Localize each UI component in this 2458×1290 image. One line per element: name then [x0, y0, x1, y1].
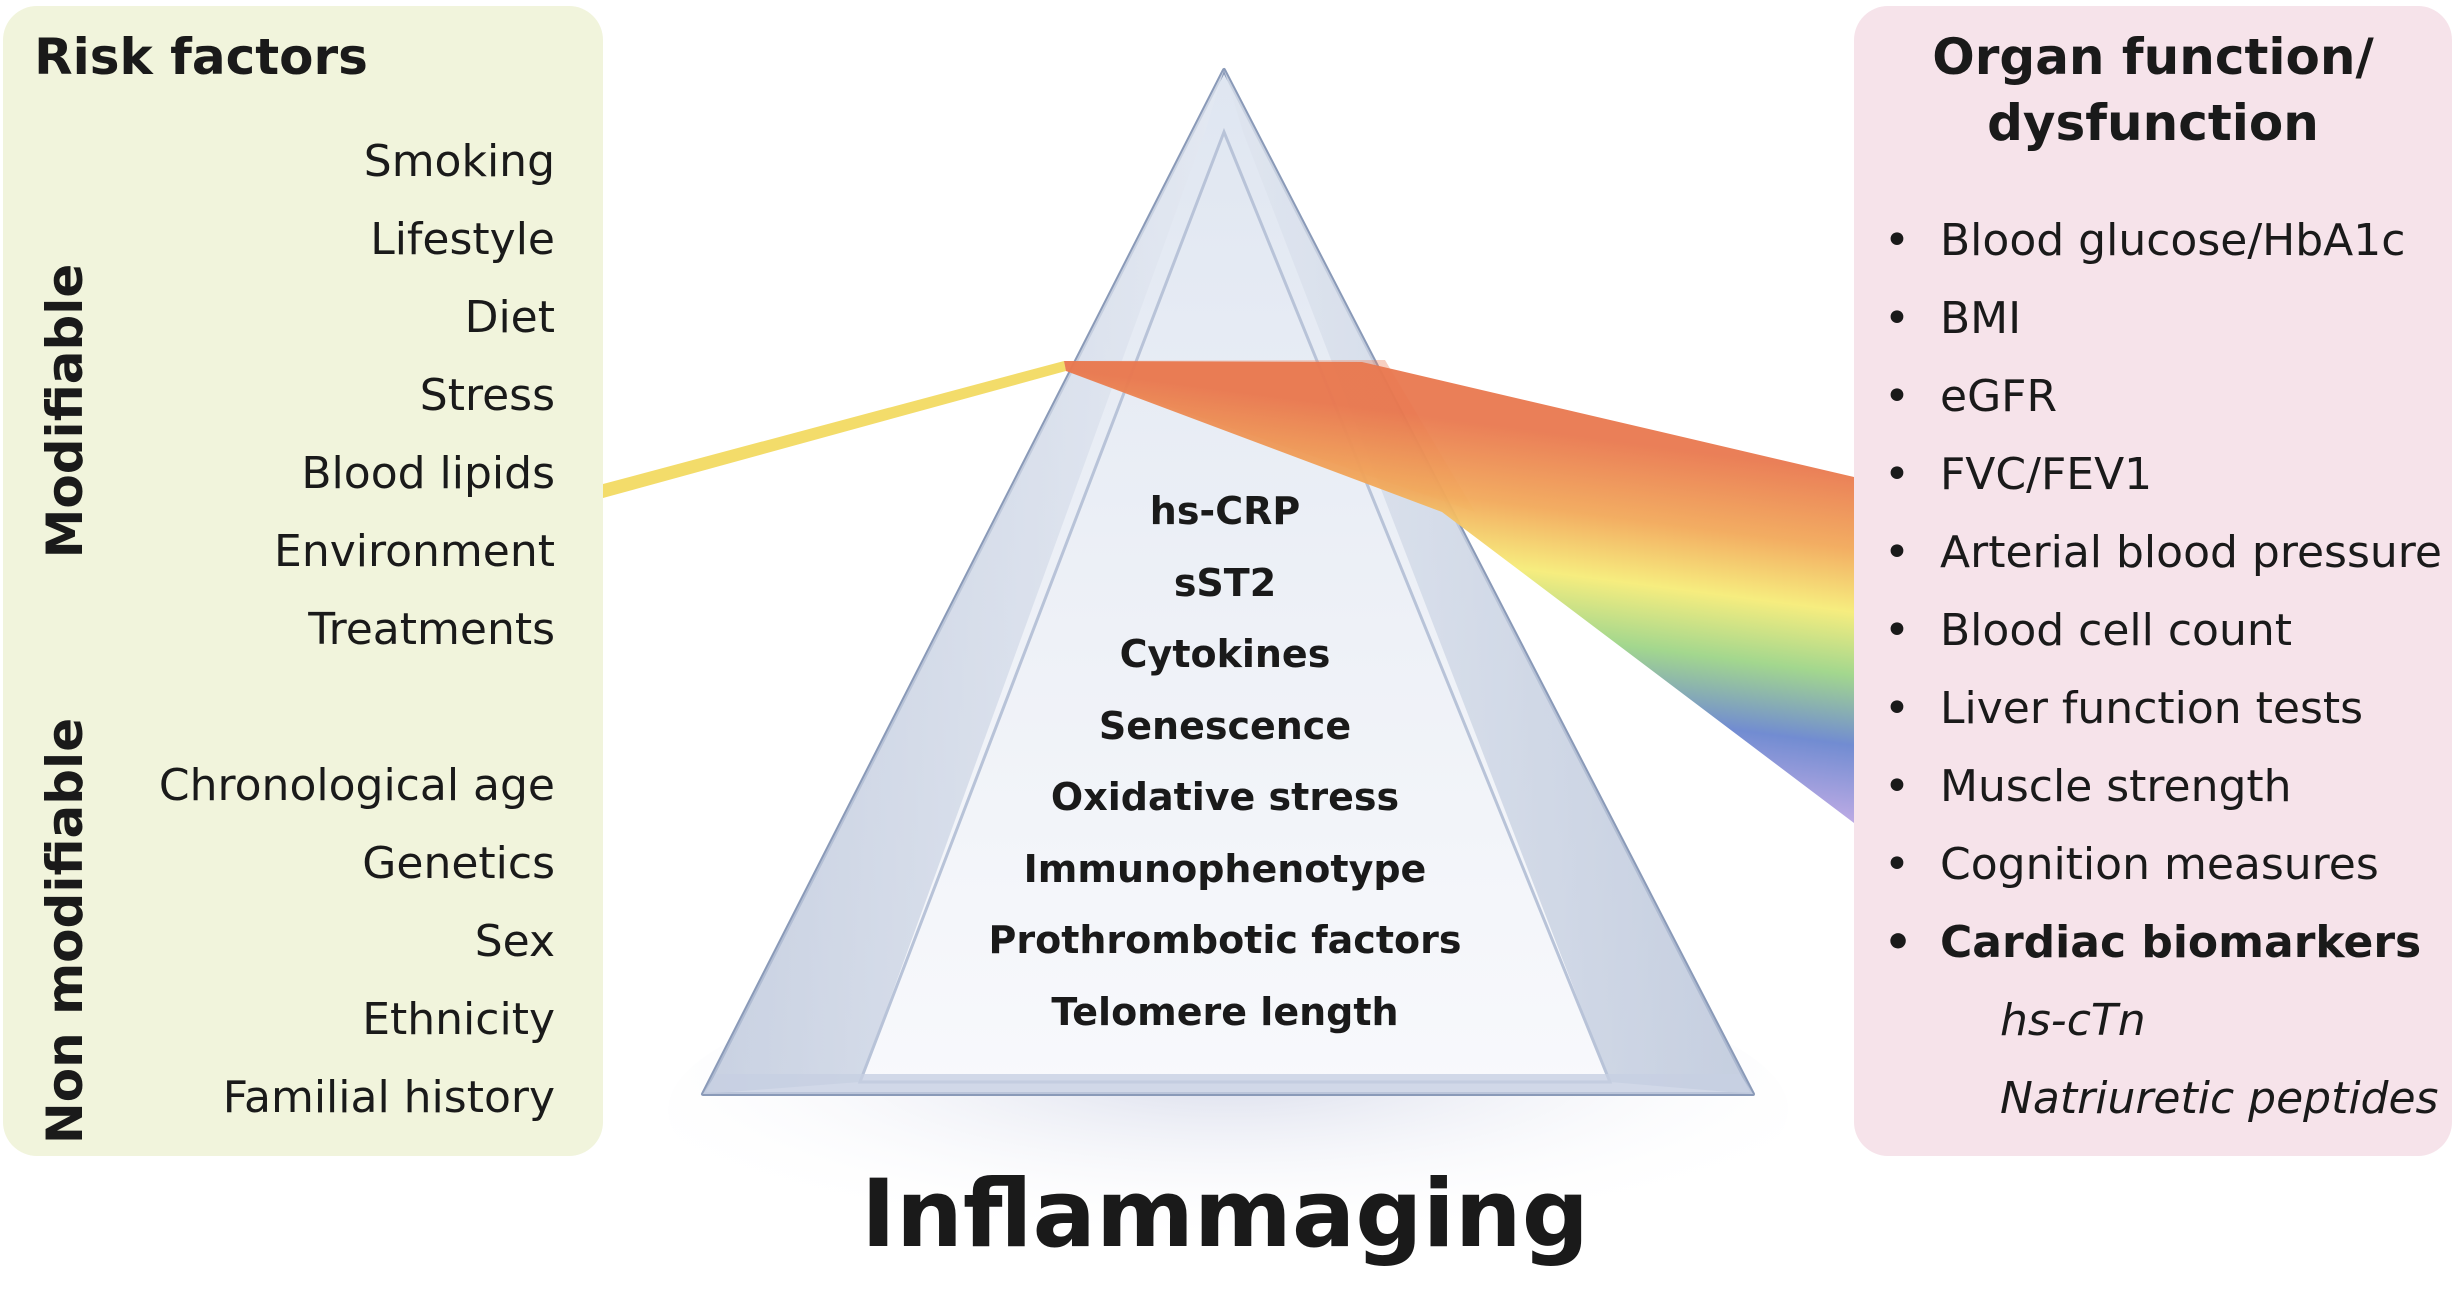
bullet-icon: •	[1884, 293, 1910, 344]
prism-marker: Telomere length	[1051, 989, 1399, 1034]
organ-function-item: •eGFR	[1854, 358, 2442, 436]
bullet-icon: •	[1884, 917, 1913, 968]
risk-factor-item: Treatments	[308, 604, 555, 655]
risk-factor-item: Blood lipids	[301, 448, 555, 499]
risk-factor-item: Familial history	[222, 1072, 555, 1123]
risk-factor-item: Chronological age	[158, 760, 555, 811]
organ-function-list: •Blood glucose/HbA1c •BMI •eGFR •FVC/FEV…	[1854, 202, 2442, 1138]
risk-factors-heading: Risk factors	[34, 28, 368, 86]
risk-factor-item: Diet	[464, 292, 555, 343]
modifiable-risk-list: Smoking Lifestyle Diet Stress Blood lipi…	[274, 123, 555, 669]
organ-function-item: •FVC/FEV1	[1854, 436, 2442, 514]
organ-function-item: •Cardiac biomarkers	[1854, 904, 2442, 982]
cardiac-subitem: Natriuretic peptides	[2000, 1073, 2439, 1124]
risk-factor-item: Smoking	[363, 136, 555, 187]
bullet-icon: •	[1884, 215, 1910, 266]
light-beam	[603, 361, 1066, 498]
organ-function-item: •Liver function tests	[1854, 670, 2442, 748]
risk-factor-item: Stress	[419, 370, 555, 421]
organ-function-item: •Cognition measures	[1854, 826, 2442, 904]
organ-function-item: •Blood glucose/HbA1c	[1854, 202, 2442, 280]
risk-factor-item: Sex	[474, 916, 555, 967]
cardiac-subitem: hs-cTn	[2000, 995, 2146, 1046]
spectrum-fan	[1064, 361, 1854, 823]
non-modifiable-risk-list: Chronological age Genetics Sex Ethnicity…	[159, 747, 555, 1137]
prism-marker: sST2	[1173, 560, 1277, 605]
prism-marker: hs-CRP	[1149, 489, 1301, 533]
prism-marker: Oxidative stress	[1050, 775, 1400, 819]
bullet-icon: •	[1884, 761, 1910, 812]
prism-marker: Cytokines	[1119, 632, 1331, 676]
organ-function-panel: Organ function/ dysfunction •Blood gluco…	[1854, 6, 2452, 1156]
prism-marker-list: hs-CRP sST2 Cytokines Senescence Oxidati…	[900, 476, 1550, 1048]
risk-factor-item: Ethnicity	[362, 994, 555, 1045]
risk-factor-item: Environment	[274, 526, 555, 577]
prism-left-face	[703, 70, 1224, 1094]
bullet-icon: •	[1884, 371, 1910, 422]
bullet-icon: •	[1884, 605, 1910, 656]
prism-marker: Senescence	[1098, 703, 1352, 748]
organ-function-heading: Organ function/ dysfunction	[1932, 28, 2374, 152]
prism-base-edge	[703, 1074, 1753, 1094]
prism-right-face	[1224, 70, 1753, 1094]
bullet-icon: •	[1884, 839, 1910, 890]
main-title: Inflammaging	[860, 1160, 1590, 1269]
bullet-icon: •	[1884, 527, 1910, 578]
risk-factors-panel: Risk factors Modifiable Smoking Lifestyl…	[3, 6, 603, 1156]
organ-function-item: •Muscle strength	[1854, 748, 2442, 826]
organ-function-item: •Blood cell count	[1854, 592, 2442, 670]
prism-marker: Immunophenotype	[1023, 846, 1427, 891]
organ-function-item: •Arterial blood pressure	[1854, 514, 2442, 592]
bullet-icon: •	[1884, 683, 1910, 734]
risk-factor-item: Genetics	[362, 838, 555, 889]
risk-factor-item: Lifestyle	[370, 214, 555, 265]
bullet-icon: •	[1884, 449, 1910, 500]
prism-marker: Prothrombotic factors	[988, 918, 1462, 962]
organ-function-item: •BMI	[1854, 280, 2442, 358]
